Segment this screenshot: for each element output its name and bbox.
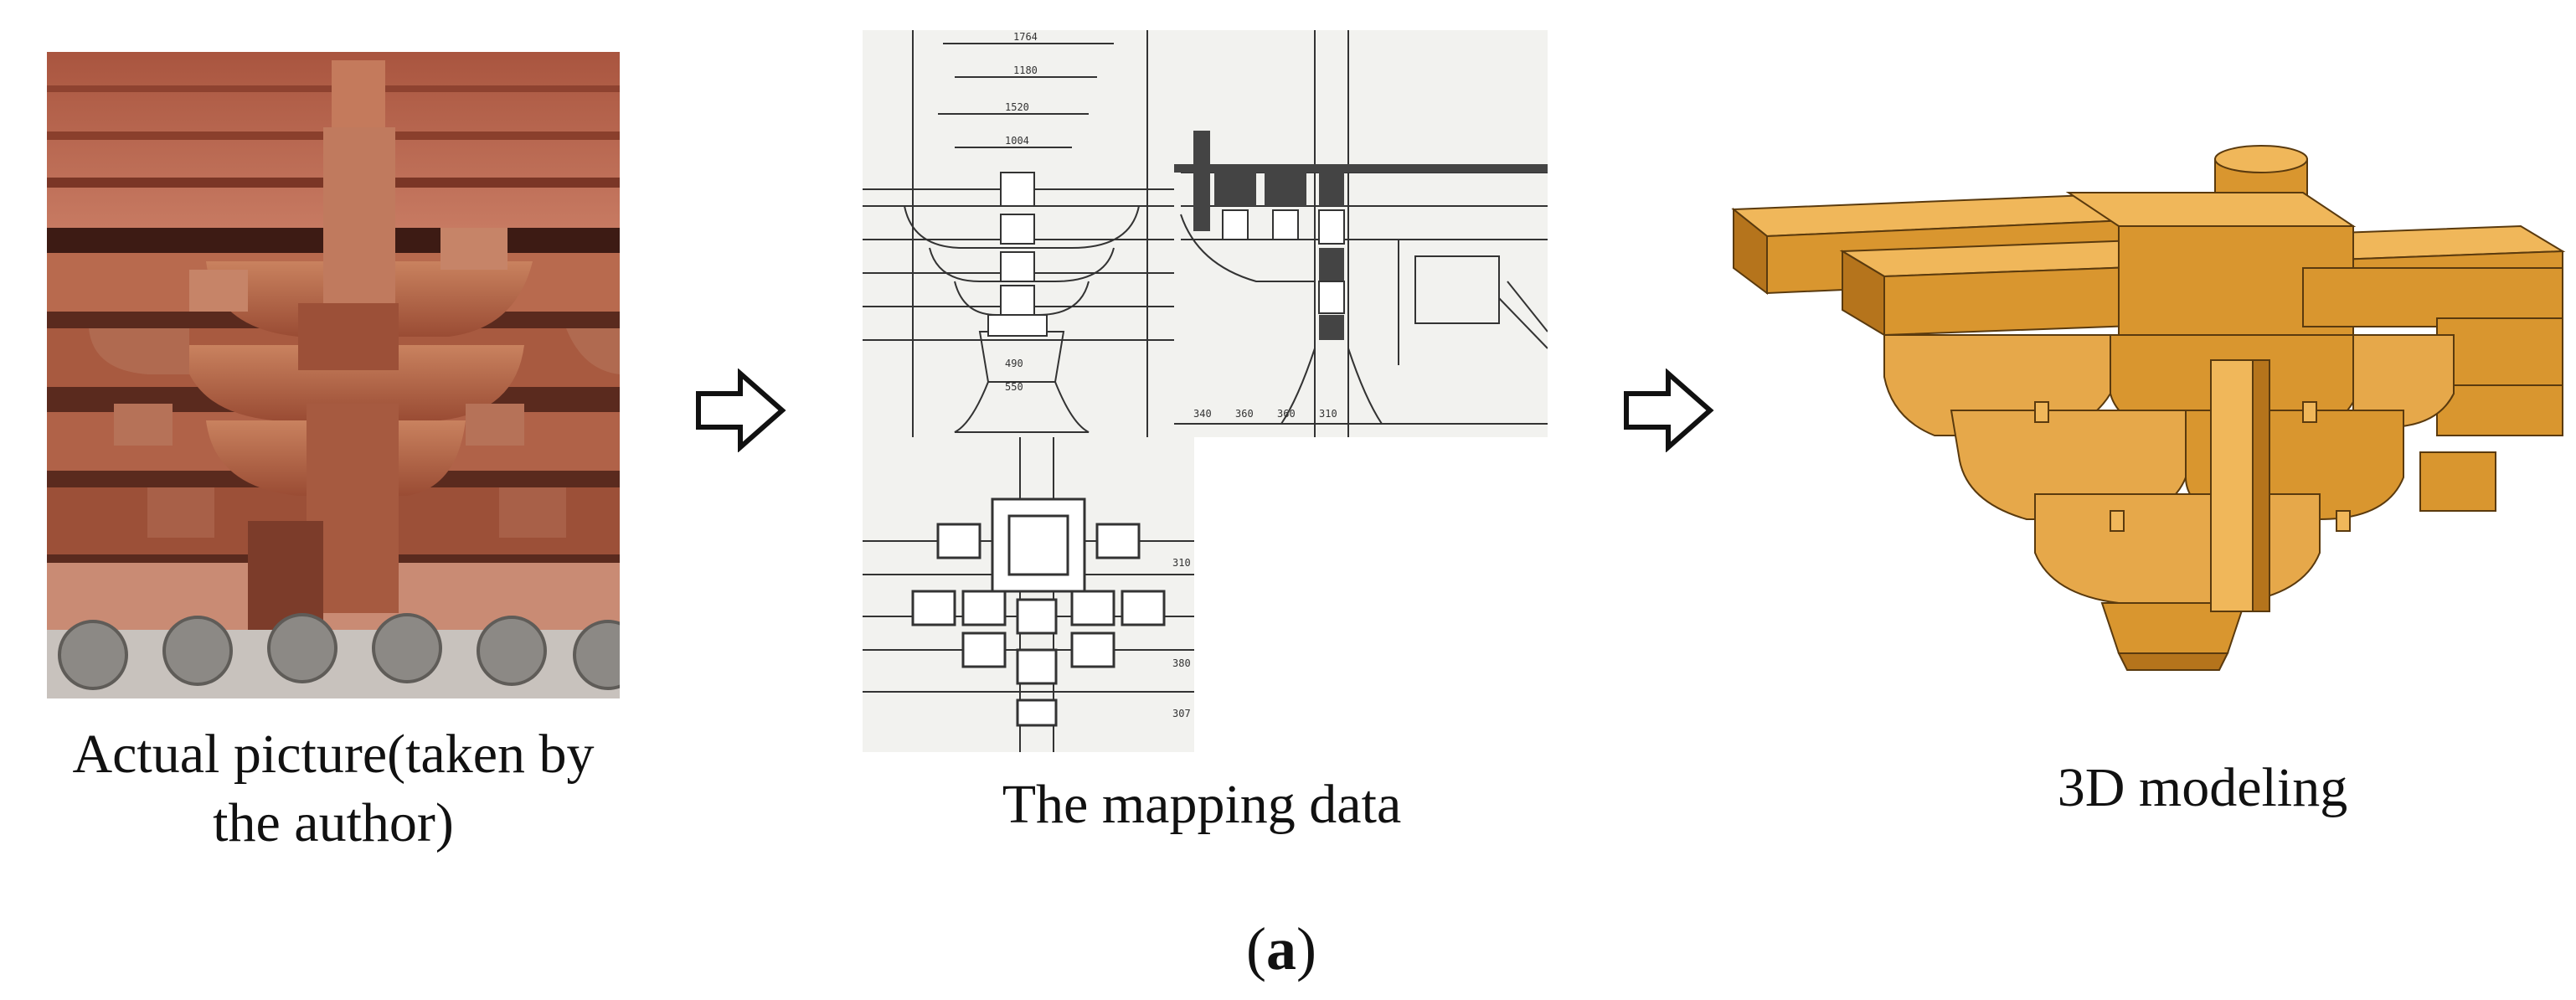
dim-base-2: 550 — [1005, 381, 1023, 393]
bracket-photo — [47, 52, 620, 698]
dim-plan-2: 380 — [1172, 657, 1191, 669]
dim-top-1: 1764 — [1013, 31, 1038, 43]
dim-plan-3: 307 — [1172, 708, 1191, 719]
sublabel-letter: a — [1266, 915, 1296, 982]
sublabel-open: ( — [1246, 915, 1266, 982]
subfigure-label: (a) — [1072, 911, 1491, 987]
dim-side-4: 310 — [1319, 408, 1337, 420]
arrow-right-icon — [695, 369, 787, 452]
caption-drawings: The mapping data — [1002, 774, 1402, 835]
dim-top-4: 1004 — [1005, 135, 1029, 147]
dim-side-2: 360 — [1235, 408, 1254, 420]
caption-model: 3D modeling — [2057, 757, 2348, 818]
arrow-right-icon — [1623, 369, 1715, 452]
sublabel-close: ) — [1296, 915, 1316, 982]
dim-base-1: 490 — [1005, 358, 1023, 369]
caption-photo: Actual picture(taken by the author) — [72, 724, 595, 853]
mapping-drawings: 1764 1180 1520 1004 490 550 — [863, 30, 1548, 752]
dim-top-2: 1180 — [1013, 64, 1038, 76]
dim-plan-1: 310 — [1172, 557, 1191, 569]
dim-side-3: 360 — [1277, 408, 1296, 420]
dim-side-1: 340 — [1193, 408, 1212, 420]
dim-top-3: 1520 — [1005, 101, 1029, 113]
bracket-3d-model — [1717, 142, 2571, 687]
